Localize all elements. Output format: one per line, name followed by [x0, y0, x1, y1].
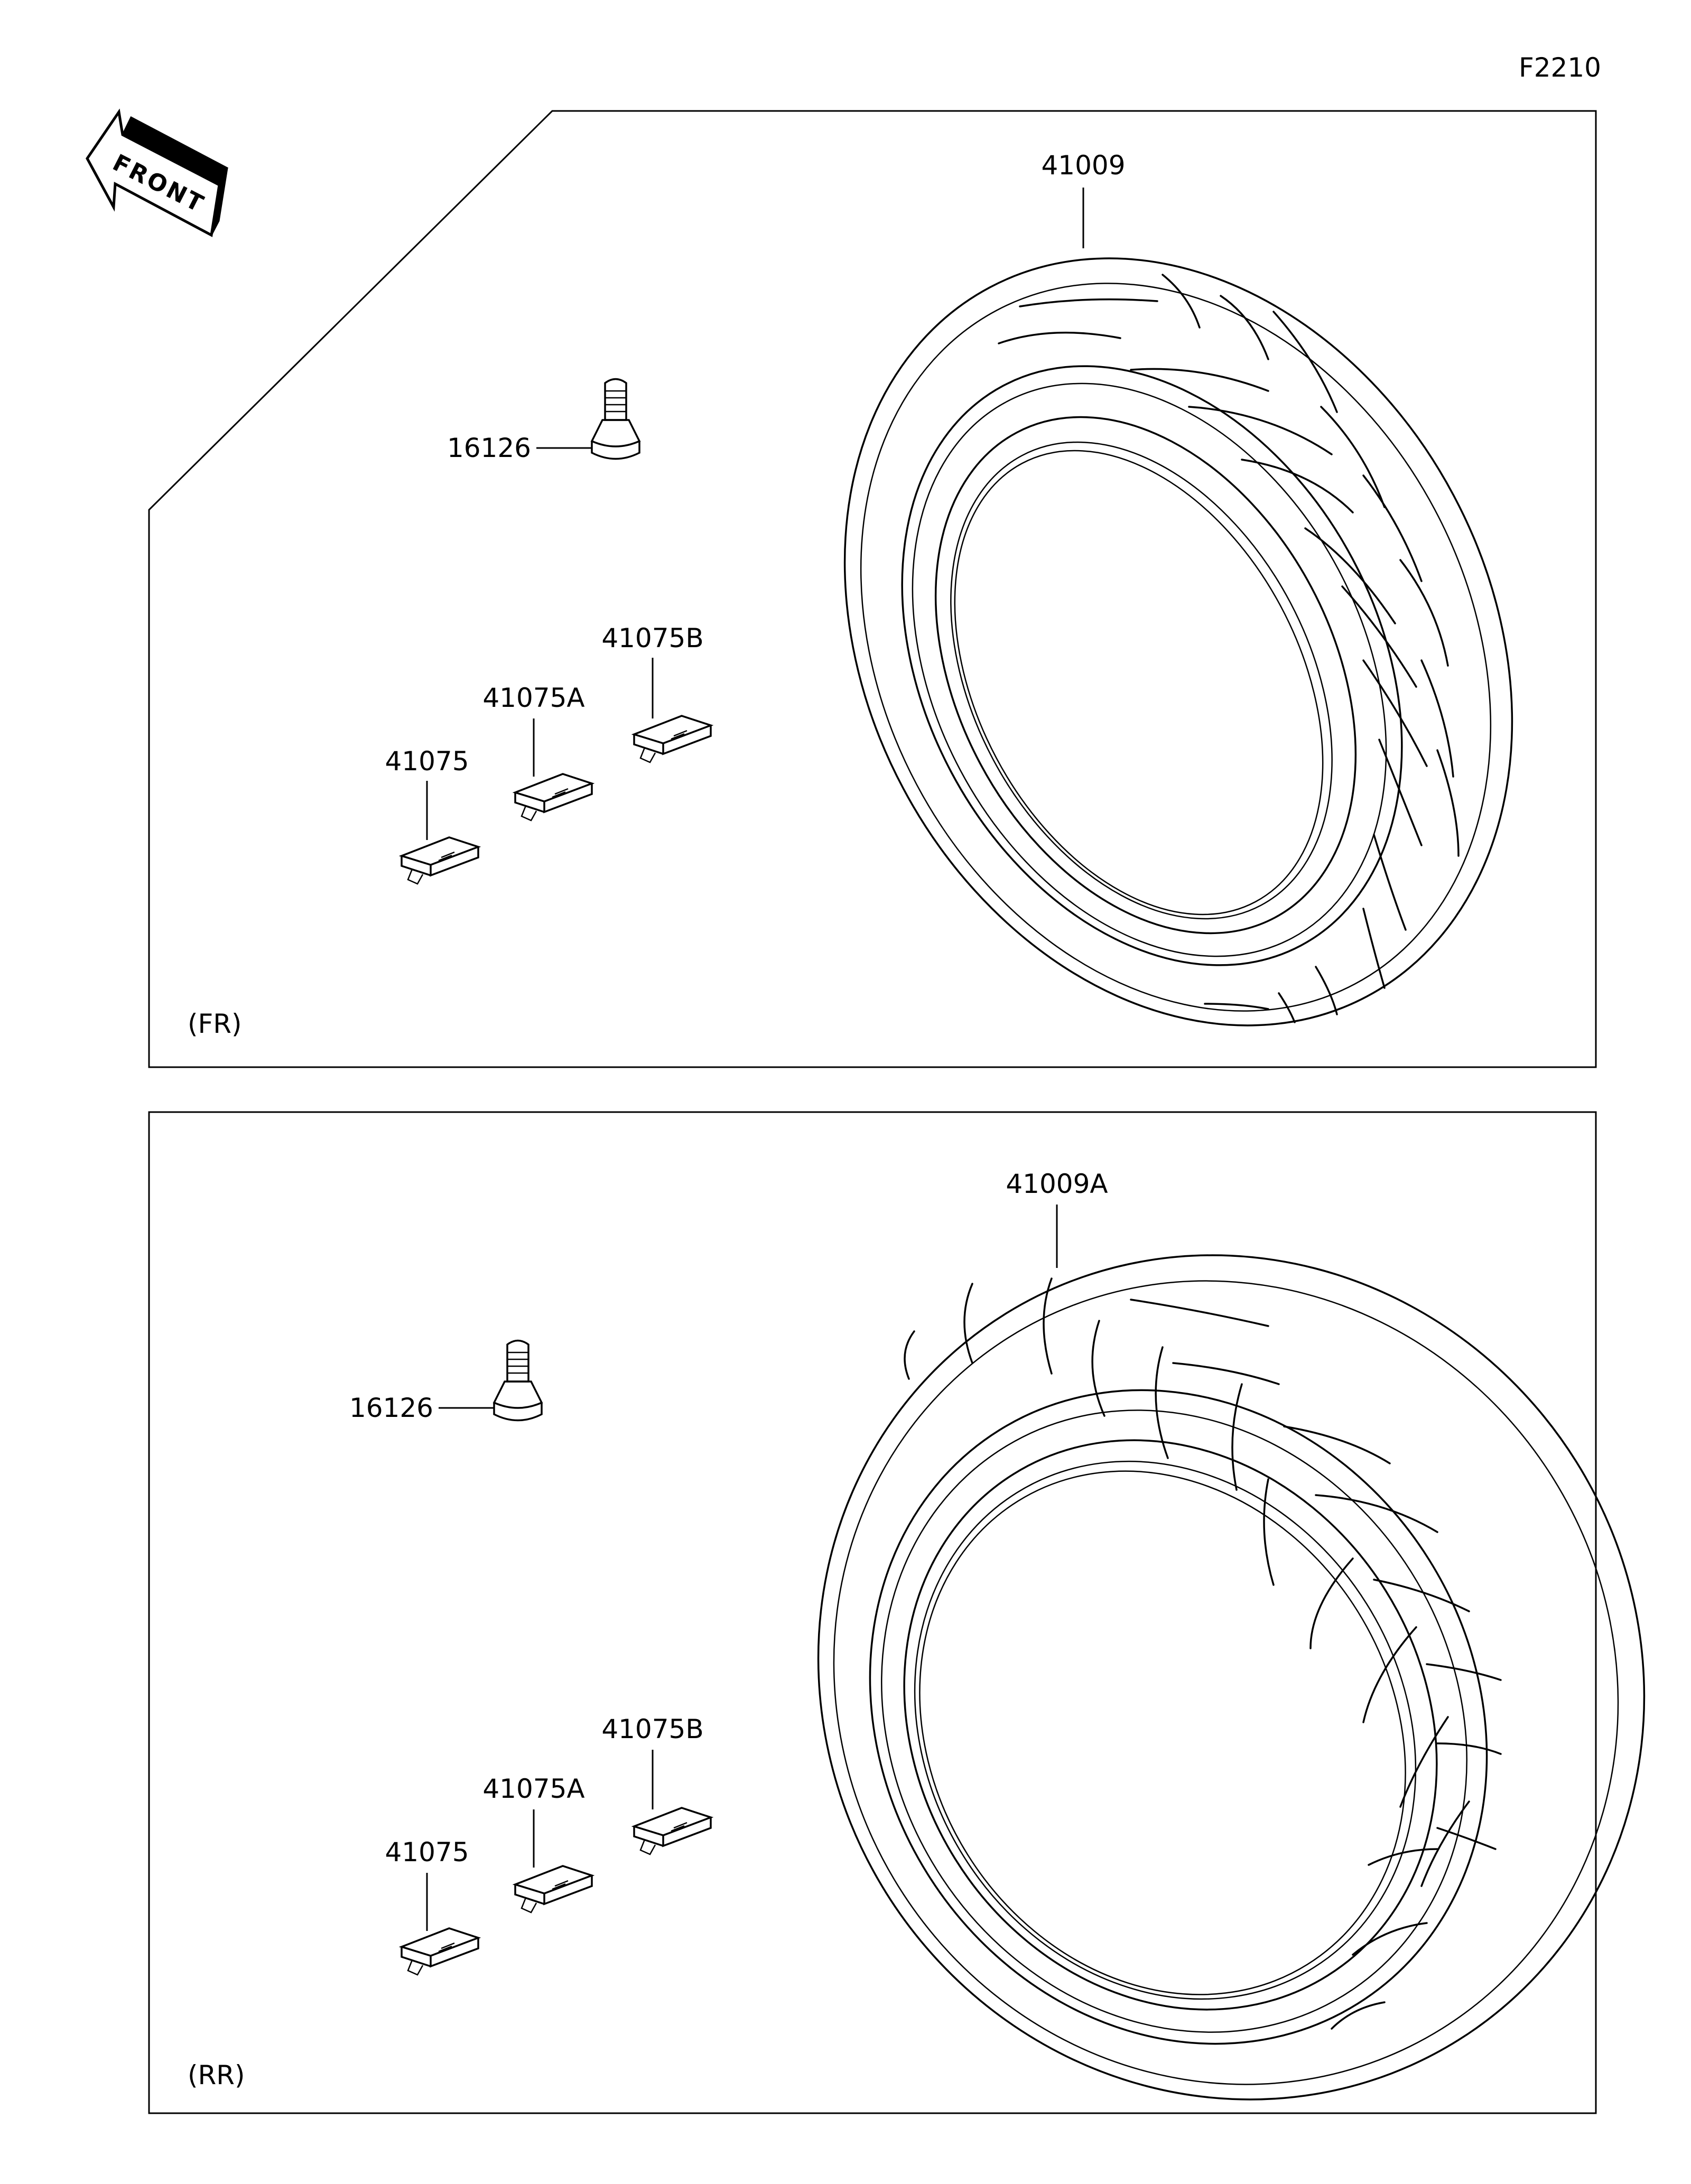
front-valve-stem	[591, 378, 640, 460]
front-tire	[843, 257, 1513, 1026]
rear-tire	[817, 1254, 1646, 2101]
front-weight-a	[514, 773, 593, 822]
rear-weight-part-number: 41075	[385, 1837, 469, 1868]
rear-valve-stem	[493, 1339, 543, 1422]
front-panel-frame	[148, 110, 1597, 1068]
figure-code: F2210	[1519, 52, 1601, 83]
front-weight-b	[633, 715, 712, 763]
rear-tire-part-number: 41009A	[1006, 1169, 1108, 1199]
rear-tire-panel: 41009A 16126 41075B 41075A 41075 (RR)	[148, 1111, 1646, 2114]
front-weight-a-part-number: 41075A	[482, 683, 584, 713]
rear-weight-a-part-number: 41075A	[482, 1774, 584, 1804]
front-section-label: (FR)	[188, 1009, 242, 1039]
rear-weight-a	[514, 1865, 593, 1914]
front-weight-part-number: 41075	[385, 746, 469, 777]
front-valve-part-number: 16126	[447, 433, 531, 463]
front-tire-panel: 41009 16126 41075B 41075A 41075 (FR)	[148, 110, 1597, 1068]
rear-weight-b	[633, 1807, 712, 1855]
front-weight-b-part-number: 41075B	[601, 623, 703, 654]
rear-weight-b-part-number: 41075B	[601, 1714, 703, 1744]
rear-valve-part-number: 16126	[349, 1393, 433, 1423]
rear-weight	[401, 1927, 479, 1976]
front-tire-part-number: 41009	[1041, 150, 1125, 181]
front-weight	[401, 836, 479, 885]
rear-section-label: (RR)	[188, 2060, 245, 2090]
rear-panel-frame	[148, 1111, 1597, 2114]
front-arrow-icon: FRONT	[86, 108, 228, 237]
